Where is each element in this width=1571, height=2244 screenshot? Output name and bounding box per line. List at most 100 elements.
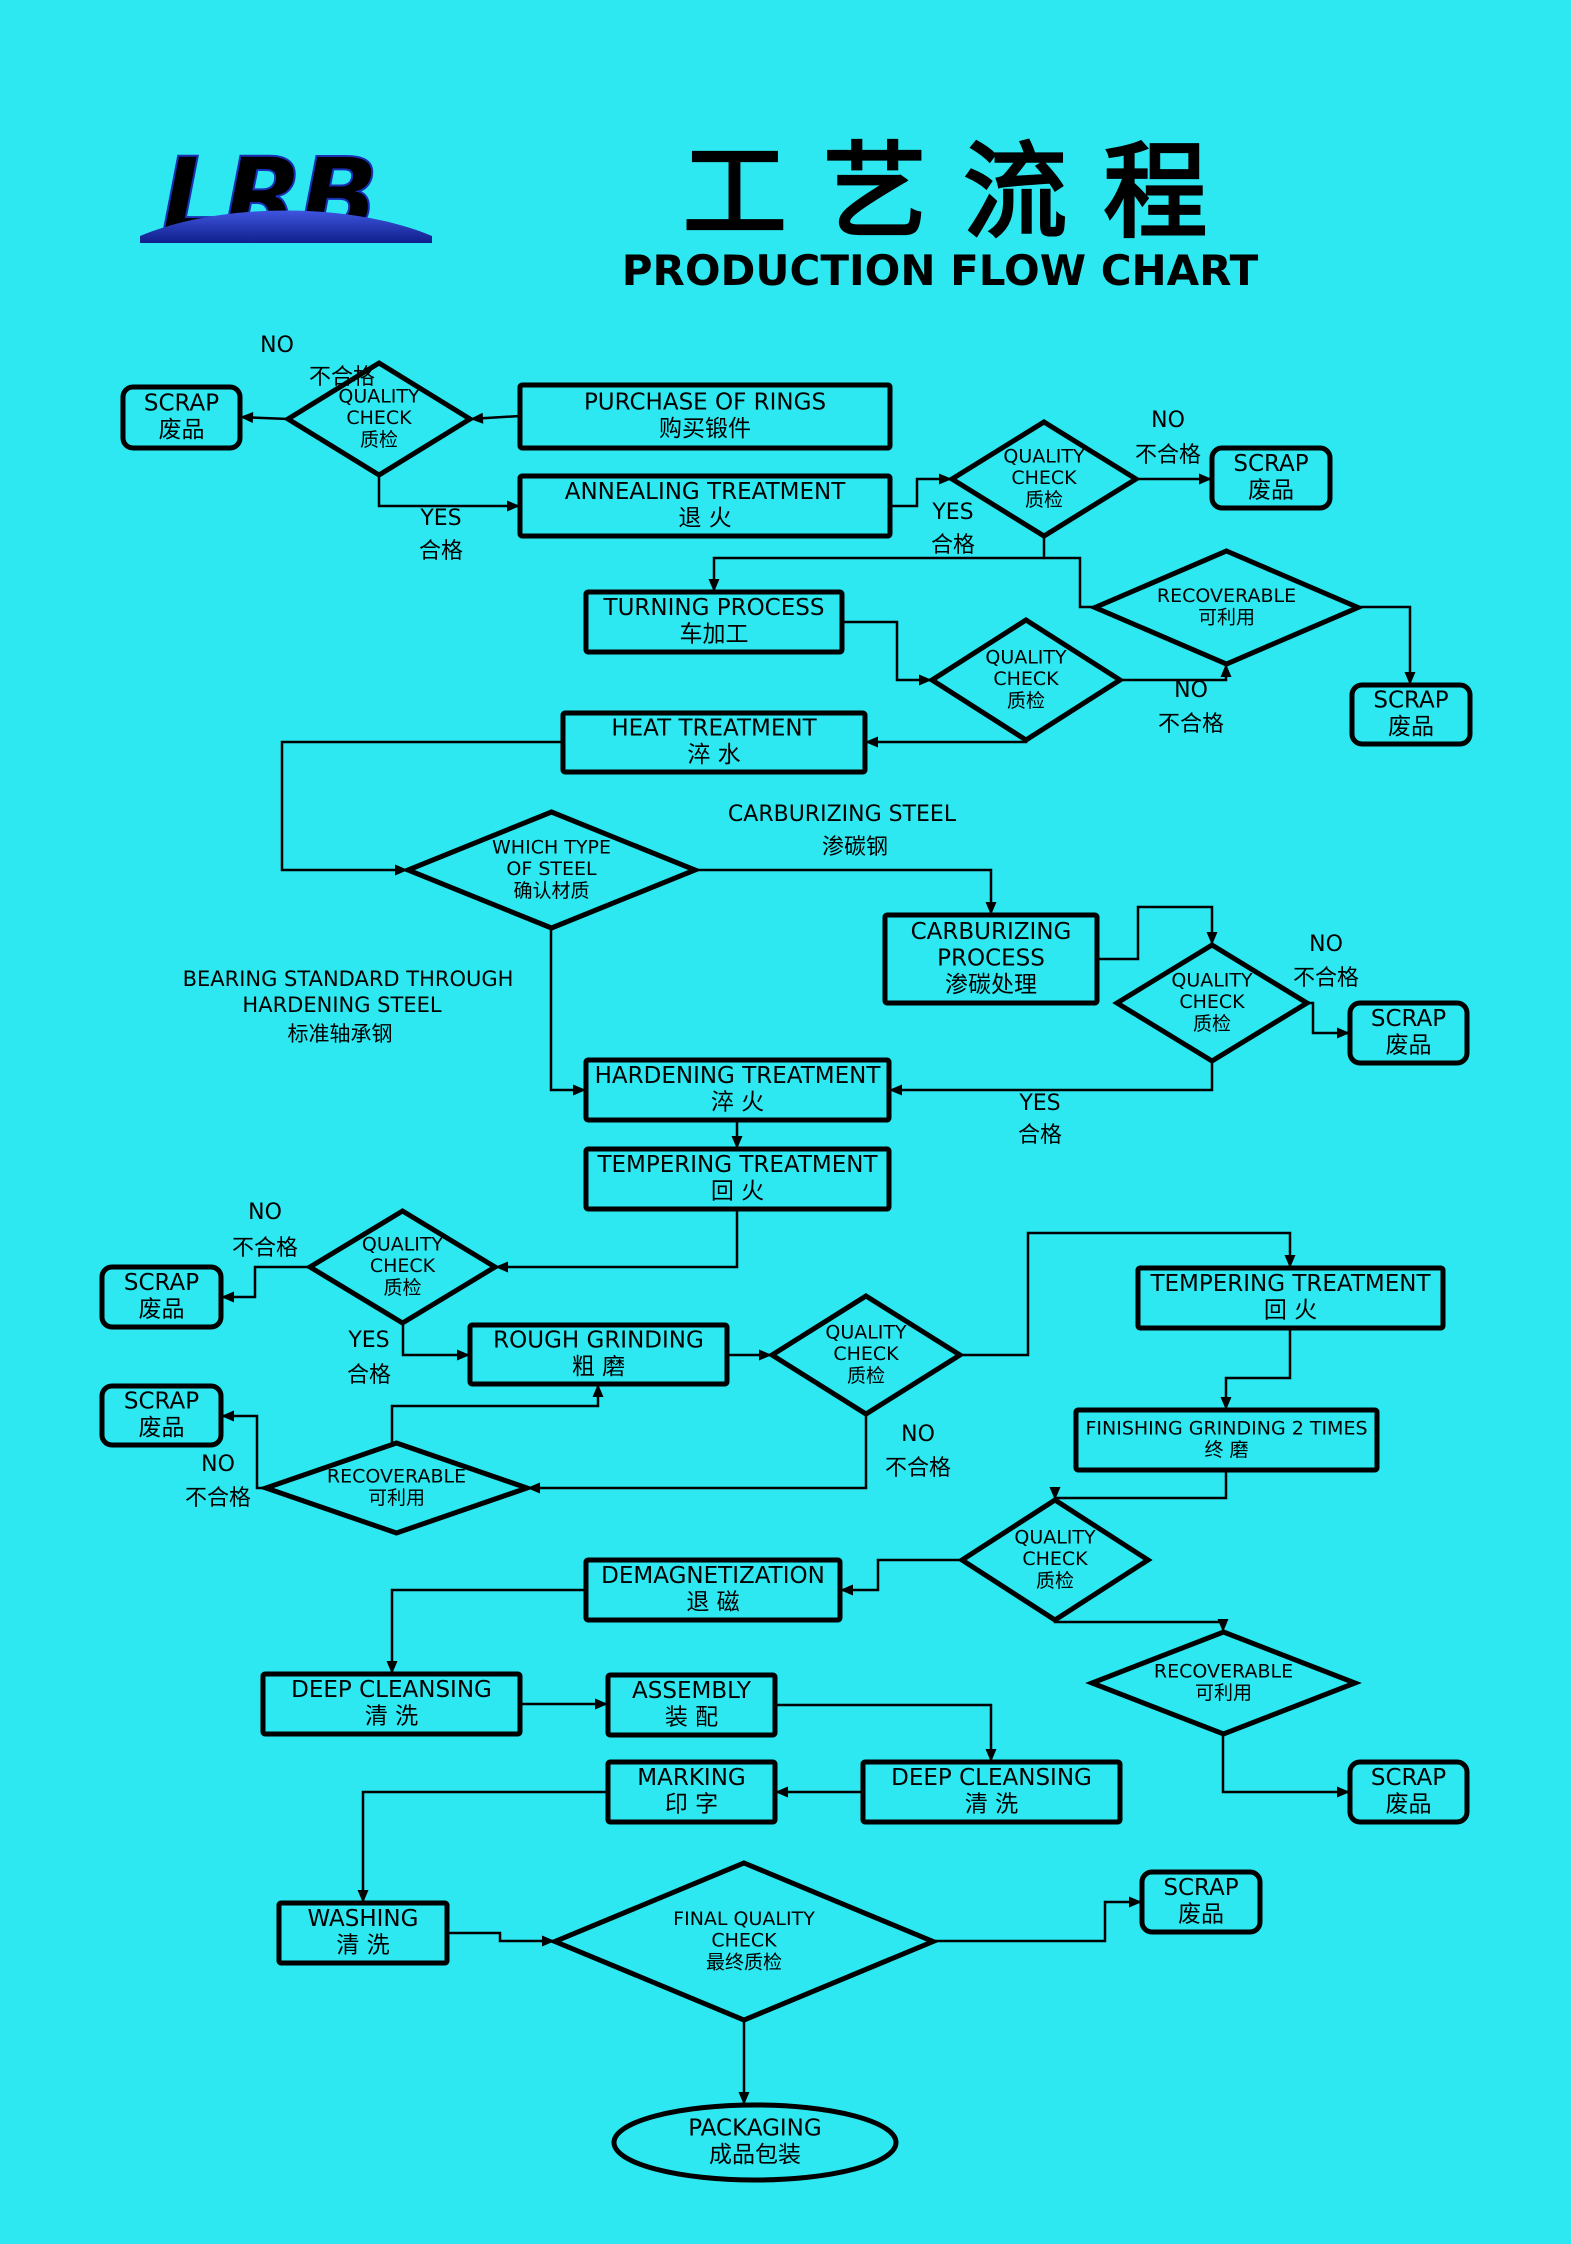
- deepclean2-label-0: DEEP CLEANSING: [891, 1765, 1092, 1791]
- tempering1-label-1: 回 火: [711, 1179, 764, 1205]
- scrap3-label-0: SCRAP: [1373, 688, 1448, 714]
- connector-line: [775, 1703, 993, 1762]
- arrowhead: [1206, 932, 1218, 945]
- heat-label-0: HEAT TREATMENT: [611, 716, 817, 742]
- arrowhead: [592, 1384, 604, 1397]
- arrowhead: [221, 1291, 234, 1303]
- scrap4-label-1: 废品: [1386, 1033, 1432, 1059]
- edge-label-yes1-1: 合格: [419, 539, 463, 564]
- arrowhead: [738, 2092, 750, 2105]
- scrap2-label-1: 废品: [1248, 478, 1294, 504]
- annealing-label-1: 退 火: [678, 506, 731, 532]
- qc2-label-1: CHECK: [1011, 467, 1077, 489]
- carburizing-label-2: 渗碳处理: [945, 972, 1037, 998]
- arrowhead: [708, 579, 720, 592]
- finishing-box: [1073, 1407, 1380, 1473]
- whichsteel-diamond: [401, 809, 702, 931]
- recov1-diamond: [1088, 548, 1365, 667]
- marking-label-1: 印 字: [665, 1792, 718, 1818]
- arrowhead: [595, 1698, 608, 1710]
- washing-label-0: WASHING: [308, 1906, 419, 1932]
- edge-label-no6-1: 不合格: [885, 1456, 951, 1481]
- qc3-label-0: QUALITY: [985, 646, 1067, 668]
- connector-line: [390, 1588, 586, 1674]
- hardening-box: [583, 1057, 892, 1123]
- edge-label-no4-0: NO: [1309, 932, 1343, 957]
- arrowhead: [985, 1749, 997, 1762]
- arrowhead: [507, 500, 520, 512]
- qc6-label-2: 质检: [847, 1365, 885, 1387]
- connector-line: [890, 477, 952, 508]
- edge-label-no1-1: 不合格: [309, 365, 375, 390]
- connector-line: [495, 1209, 739, 1269]
- edge-label-no5-0: NO: [248, 1200, 282, 1225]
- qc2-label-0: QUALITY: [1003, 445, 1085, 467]
- finalqc-label-0: FINAL QUALITY: [673, 1908, 815, 1930]
- qc3-label-2: 质检: [1007, 690, 1045, 712]
- connector-line: [1053, 1470, 1228, 1500]
- scrap4-label-0: SCRAP: [1371, 1006, 1446, 1032]
- connector-line: [865, 740, 1028, 744]
- edge-label-yes5-1: 合格: [347, 1363, 391, 1388]
- edge-label-no5-1: 不合格: [232, 1236, 298, 1261]
- arrowhead: [731, 1136, 743, 1149]
- qc7-label-0: QUALITY: [1014, 1526, 1096, 1548]
- edge-label-yes4-0: YES: [1018, 1091, 1060, 1116]
- tempering2-label-1: 回 火: [1264, 1298, 1317, 1324]
- qc7-label-2: 质检: [1036, 1570, 1074, 1592]
- connector-line: [549, 928, 586, 1092]
- title-english: PRODUCTION FLOW CHART: [622, 246, 1259, 295]
- edge-label-carb_steel-0: CARBURIZING STEEL: [728, 802, 957, 827]
- shapes: PURCHASE OF RINGS购买锻件QUALITYCHECK质检SCRAP…: [99, 360, 1473, 2183]
- qc1-diamond: [283, 360, 475, 478]
- title-chinese: 工 艺 流 程: [683, 131, 1208, 253]
- arrowhead: [1129, 1896, 1142, 1908]
- deepclean1-label-0: DEEP CLEANSING: [291, 1677, 492, 1703]
- recov3-diamond: [1085, 1629, 1362, 1737]
- qc7-label-1: CHECK: [1022, 1548, 1088, 1570]
- edge-label-no7-1: 不合格: [185, 1486, 251, 1511]
- packaging-label-0: PACKAGING: [688, 2116, 821, 2142]
- purchase-box: [517, 382, 893, 451]
- qc6-label-0: QUALITY: [825, 1321, 907, 1343]
- scrap7-box: [1347, 1759, 1470, 1825]
- logo: LRB: [140, 134, 432, 258]
- arrowhead: [457, 1349, 470, 1361]
- arrowhead: [240, 412, 254, 424]
- edge-label-through_steel-1: HARDENING STEEL: [242, 993, 441, 1017]
- connector-line: [933, 1900, 1142, 1943]
- connector-line: [221, 1265, 310, 1299]
- scrap6-box: [99, 1383, 224, 1448]
- whichsteel-label-2: 确认材质: [513, 880, 589, 902]
- edge-label-yes5-0: YES: [347, 1328, 389, 1353]
- rough-box: [467, 1322, 730, 1387]
- connector-line: [842, 620, 932, 682]
- logo-swoosh: [140, 210, 432, 243]
- edge-label-no4-1: 不合格: [1293, 966, 1359, 991]
- scrap8-box: [1139, 1869, 1263, 1935]
- arrowhead: [759, 1349, 772, 1361]
- scrap7-label-1: 废品: [1386, 1792, 1432, 1818]
- arrowhead: [1217, 1619, 1229, 1632]
- scrap2-box: [1209, 445, 1333, 511]
- arrowhead: [495, 1261, 508, 1273]
- connectors: [221, 412, 1416, 2105]
- arrowhead: [775, 1786, 788, 1798]
- finishing-label-1: 终 磨: [1204, 1439, 1248, 1461]
- annealing-box: [517, 473, 893, 539]
- qc2-diamond: [947, 419, 1141, 539]
